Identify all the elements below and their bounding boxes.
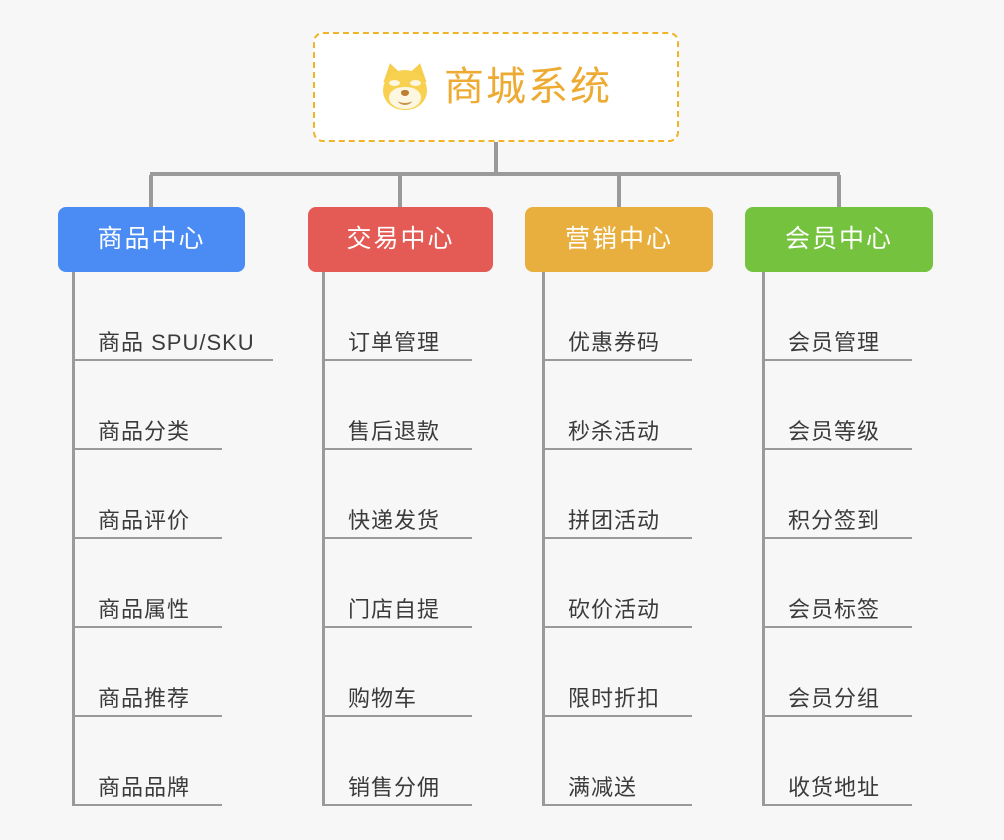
branch-item-label: 满减送: [568, 774, 638, 800]
branch-item[interactable]: 商品 SPU/SKU: [72, 272, 273, 361]
branch-item[interactable]: 订单管理: [322, 272, 472, 361]
branch-item-label: 会员分组: [788, 685, 881, 711]
branch-item-label: 限时折扣: [568, 685, 661, 711]
branch-header-4[interactable]: 会员中心: [745, 207, 933, 272]
branch-item[interactable]: 快递发货: [322, 450, 472, 539]
branch-drop-line: [149, 175, 153, 207]
branch-item[interactable]: 商品分类: [72, 361, 222, 450]
branch-header-1[interactable]: 商品中心: [58, 207, 245, 272]
branch-item[interactable]: 销售分佣: [322, 717, 472, 806]
branch-item[interactable]: 商品品牌: [72, 717, 222, 806]
root-node[interactable]: 商城系统: [313, 32, 679, 142]
branch-bus-line: [150, 172, 840, 176]
branch-item[interactable]: 砍价活动: [542, 539, 692, 628]
shiba-dog-icon: [379, 60, 431, 111]
root-connector-stub: [494, 142, 498, 175]
branch-item-label: 商品分类: [98, 418, 191, 444]
branch-header-3[interactable]: 营销中心: [525, 207, 713, 272]
branch-item-label: 购物车: [348, 685, 418, 711]
branch-item-list: 订单管理售后退款快递发货门店自提购物车销售分佣: [322, 272, 472, 806]
branch-trunk-line: [762, 272, 765, 806]
branch-item-label: 门店自提: [348, 596, 441, 622]
branch-item[interactable]: 会员分组: [762, 628, 912, 717]
branch-item-label: 商品推荐: [98, 685, 191, 711]
branch-item-label: 售后退款: [348, 418, 441, 444]
branch-item-label: 收货地址: [788, 774, 881, 800]
branch-trunk-line: [542, 272, 545, 806]
branch-item-label: 快递发货: [348, 507, 441, 533]
branch-item[interactable]: 拼团活动: [542, 450, 692, 539]
root-title: 商城系统: [444, 65, 612, 109]
branch-item-label: 优惠券码: [568, 329, 661, 355]
branch-item-label: 商品评价: [98, 507, 191, 533]
branch-item[interactable]: 售后退款: [322, 361, 472, 450]
branch-item-label: 商品品牌: [98, 774, 191, 800]
shiba-eye-right: [410, 80, 421, 86]
branch-item[interactable]: 门店自提: [322, 539, 472, 628]
branch-item-label: 订单管理: [348, 329, 441, 355]
branch-item[interactable]: 商品属性: [72, 539, 222, 628]
branch-drop-line: [837, 175, 841, 207]
branch-item[interactable]: 限时折扣: [542, 628, 692, 717]
branch-item-list: 会员管理会员等级积分签到会员标签会员分组收货地址: [762, 272, 912, 806]
branch-item[interactable]: 会员标签: [762, 539, 912, 628]
branch-item-label: 销售分佣: [348, 774, 441, 800]
branch-item[interactable]: 商品推荐: [72, 628, 222, 717]
branch-item-label: 会员标签: [788, 596, 881, 622]
branch-item-label: 拼团活动: [568, 507, 661, 533]
branch-item-label: 秒杀活动: [568, 418, 661, 444]
branch-header-label: 营销中心: [564, 225, 673, 253]
branch-drop-line: [398, 175, 402, 207]
branch-item-label: 商品属性: [98, 596, 191, 622]
branch-item[interactable]: 会员管理: [762, 272, 912, 361]
branch-header-label: 会员中心: [784, 225, 893, 253]
branch-item[interactable]: 优惠券码: [542, 272, 692, 361]
branch-item[interactable]: 积分签到: [762, 450, 912, 539]
branch-trunk-line: [322, 272, 325, 806]
branch-trunk-line: [72, 272, 75, 806]
branch-item-label: 商品 SPU/SKU: [98, 329, 255, 355]
branch-item[interactable]: 秒杀活动: [542, 361, 692, 450]
branch-item-label: 会员等级: [788, 418, 881, 444]
branch-item[interactable]: 满减送: [542, 717, 692, 806]
branch-header-2[interactable]: 交易中心: [308, 207, 493, 272]
branch-item[interactable]: 会员等级: [762, 361, 912, 450]
branch-header-label: 交易中心: [346, 225, 455, 253]
branch-header-label: 商品中心: [97, 225, 206, 253]
branch-item[interactable]: 购物车: [322, 628, 472, 717]
branch-item-label: 积分签到: [788, 507, 881, 533]
branch-item-label: 砍价活动: [568, 596, 661, 622]
branch-drop-line: [617, 175, 621, 207]
branch-item-list: 优惠券码秒杀活动拼团活动砍价活动限时折扣满减送: [542, 272, 692, 806]
branch-item[interactable]: 商品评价: [72, 450, 222, 539]
branch-item[interactable]: 收货地址: [762, 717, 912, 806]
shiba-eye-left: [389, 80, 400, 86]
branch-item-label: 会员管理: [788, 329, 881, 355]
shiba-nose: [401, 90, 409, 96]
branch-item-list: 商品 SPU/SKU 商品分类商品评价商品属性商品推荐商品品牌: [72, 272, 273, 806]
shiba-mouth: [398, 96, 412, 105]
